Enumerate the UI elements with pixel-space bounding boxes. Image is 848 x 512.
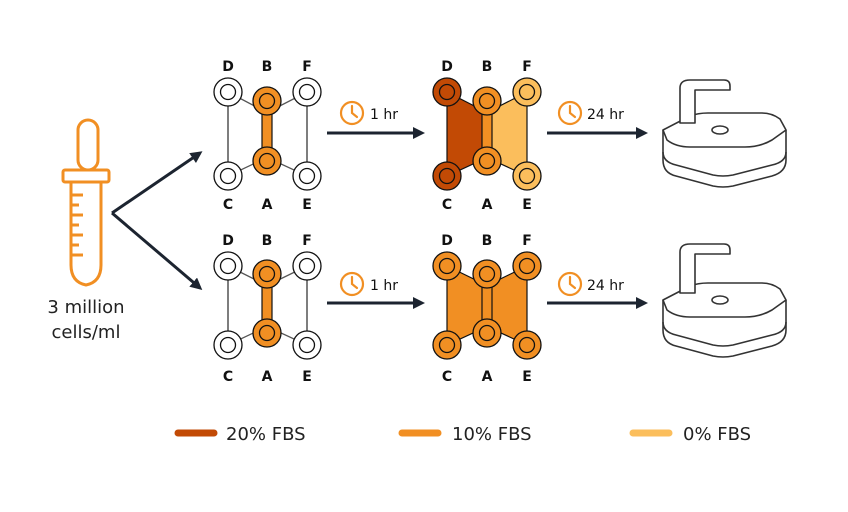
well-label-A: A <box>262 369 273 385</box>
clock-icon <box>557 100 583 126</box>
step2-time-label: 24 hr <box>587 107 624 123</box>
well-label-D: D <box>441 59 453 75</box>
chip-empty-row1: D B F C A E <box>213 59 322 213</box>
clock-icon <box>557 271 583 297</box>
well-label-B: B <box>262 233 273 249</box>
well-F <box>512 251 542 281</box>
step2-time-label: 24 hr <box>587 278 624 294</box>
step2-arrow-row2: 24 hr <box>547 271 648 309</box>
well-label-F: F <box>302 59 312 75</box>
well-F <box>292 77 322 107</box>
legend-label: 10% FBS <box>452 424 532 445</box>
well-label-C: C <box>223 197 233 213</box>
well-label-F: F <box>302 233 312 249</box>
well-label-A: A <box>482 369 493 385</box>
well-label-D: D <box>222 59 234 75</box>
well-E <box>292 330 322 360</box>
split-arrows <box>111 151 203 290</box>
sink-icon <box>662 79 787 188</box>
well-A <box>472 146 502 176</box>
well-label-A: A <box>482 197 493 213</box>
well-B <box>252 86 282 116</box>
well-label-E: E <box>302 369 312 385</box>
well-C <box>213 330 243 360</box>
step1-arrow-row1: 1 hr <box>327 100 425 139</box>
well-F <box>512 77 542 107</box>
well-E <box>512 330 542 360</box>
well-A <box>472 318 502 348</box>
legend-item-0-fbs: 0% FBS <box>629 424 751 445</box>
well-label-B: B <box>482 233 493 249</box>
well-label-D: D <box>222 233 234 249</box>
well-B <box>472 86 502 116</box>
well-A <box>252 318 282 348</box>
source-label-line2: cells/ml <box>52 322 121 343</box>
well-D <box>432 251 462 281</box>
well-label-C: C <box>223 369 233 385</box>
legend-item-10-fbs: 10% FBS <box>398 424 532 445</box>
well-E <box>292 161 322 191</box>
chip-filled-row1: D B F C A E <box>432 59 542 213</box>
well-D <box>213 251 243 281</box>
well-D <box>432 77 462 107</box>
legend-label: 20% FBS <box>226 424 306 445</box>
well-label-A: A <box>262 197 273 213</box>
source-label-line1: 3 million <box>47 297 124 318</box>
well-label-F: F <box>522 233 532 249</box>
well-label-E: E <box>522 369 532 385</box>
chip-empty-row2: D B F C A E <box>213 233 322 385</box>
well-label-C: C <box>442 197 452 213</box>
legend-item-20-fbs: 20% FBS <box>174 424 306 445</box>
well-C <box>432 330 462 360</box>
well-C <box>432 161 462 191</box>
clock-icon <box>339 271 365 297</box>
step1-time-label: 1 hr <box>370 278 398 294</box>
chip-filled-row2: D B F C A E <box>432 233 542 385</box>
step2-arrow-row1: 24 hr <box>547 100 648 139</box>
step1-arrow-row2: 1 hr <box>327 271 425 309</box>
sink-icon <box>662 243 787 358</box>
clock-icon <box>339 100 365 126</box>
well-A <box>252 146 282 176</box>
legend: 20% FBS 10% FBS 0% FBS <box>174 424 751 445</box>
well-label-B: B <box>262 59 273 75</box>
dropper-icon <box>61 118 111 287</box>
well-C <box>213 161 243 191</box>
step1-time-label: 1 hr <box>370 107 398 123</box>
well-B <box>472 259 502 289</box>
well-label-E: E <box>522 197 532 213</box>
well-label-F: F <box>522 59 532 75</box>
well-label-D: D <box>441 233 453 249</box>
well-label-B: B <box>482 59 493 75</box>
well-label-C: C <box>442 369 452 385</box>
well-B <box>252 259 282 289</box>
well-D <box>213 77 243 107</box>
well-F <box>292 251 322 281</box>
well-E <box>512 161 542 191</box>
well-label-E: E <box>302 197 312 213</box>
legend-label: 0% FBS <box>683 424 751 445</box>
